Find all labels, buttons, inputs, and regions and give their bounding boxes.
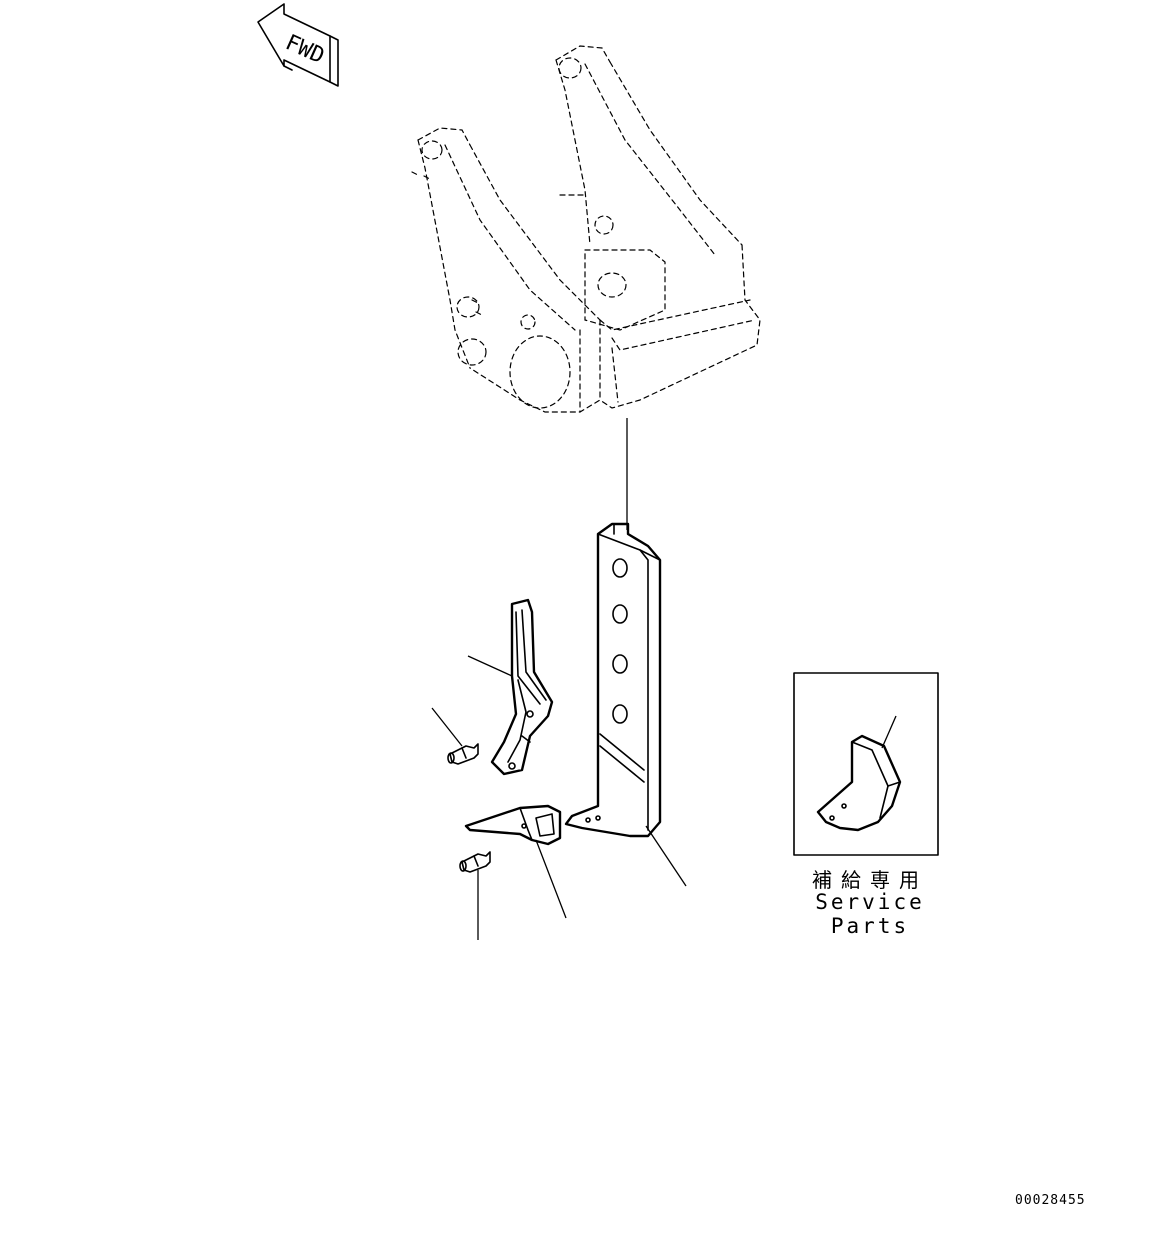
- fwd-arrow-icon: FWD: [257, 3, 339, 87]
- pin-upper-callout-line: [431, 707, 463, 747]
- service-parts-label-jp: 補給専用: [812, 868, 928, 892]
- ripper-shank: [564, 522, 662, 838]
- service-parts-inset: [793, 672, 939, 856]
- pin-lower: [459, 851, 491, 873]
- ripper-point: [464, 804, 562, 846]
- protector: [490, 598, 554, 776]
- ripper-frame-assembly: [411, 45, 761, 413]
- service-point-callout-line: [881, 715, 897, 749]
- figure-number: 00028455: [1015, 1193, 1086, 1208]
- service-point-tip: [816, 734, 902, 832]
- pin-upper: [447, 743, 479, 765]
- service-parts-label-en: Service Parts: [815, 890, 925, 938]
- fwd-label: FWD: [282, 30, 328, 69]
- shank-callout-line: [645, 825, 687, 887]
- point-callout-line: [535, 839, 567, 919]
- protector-callout-line: [467, 655, 513, 677]
